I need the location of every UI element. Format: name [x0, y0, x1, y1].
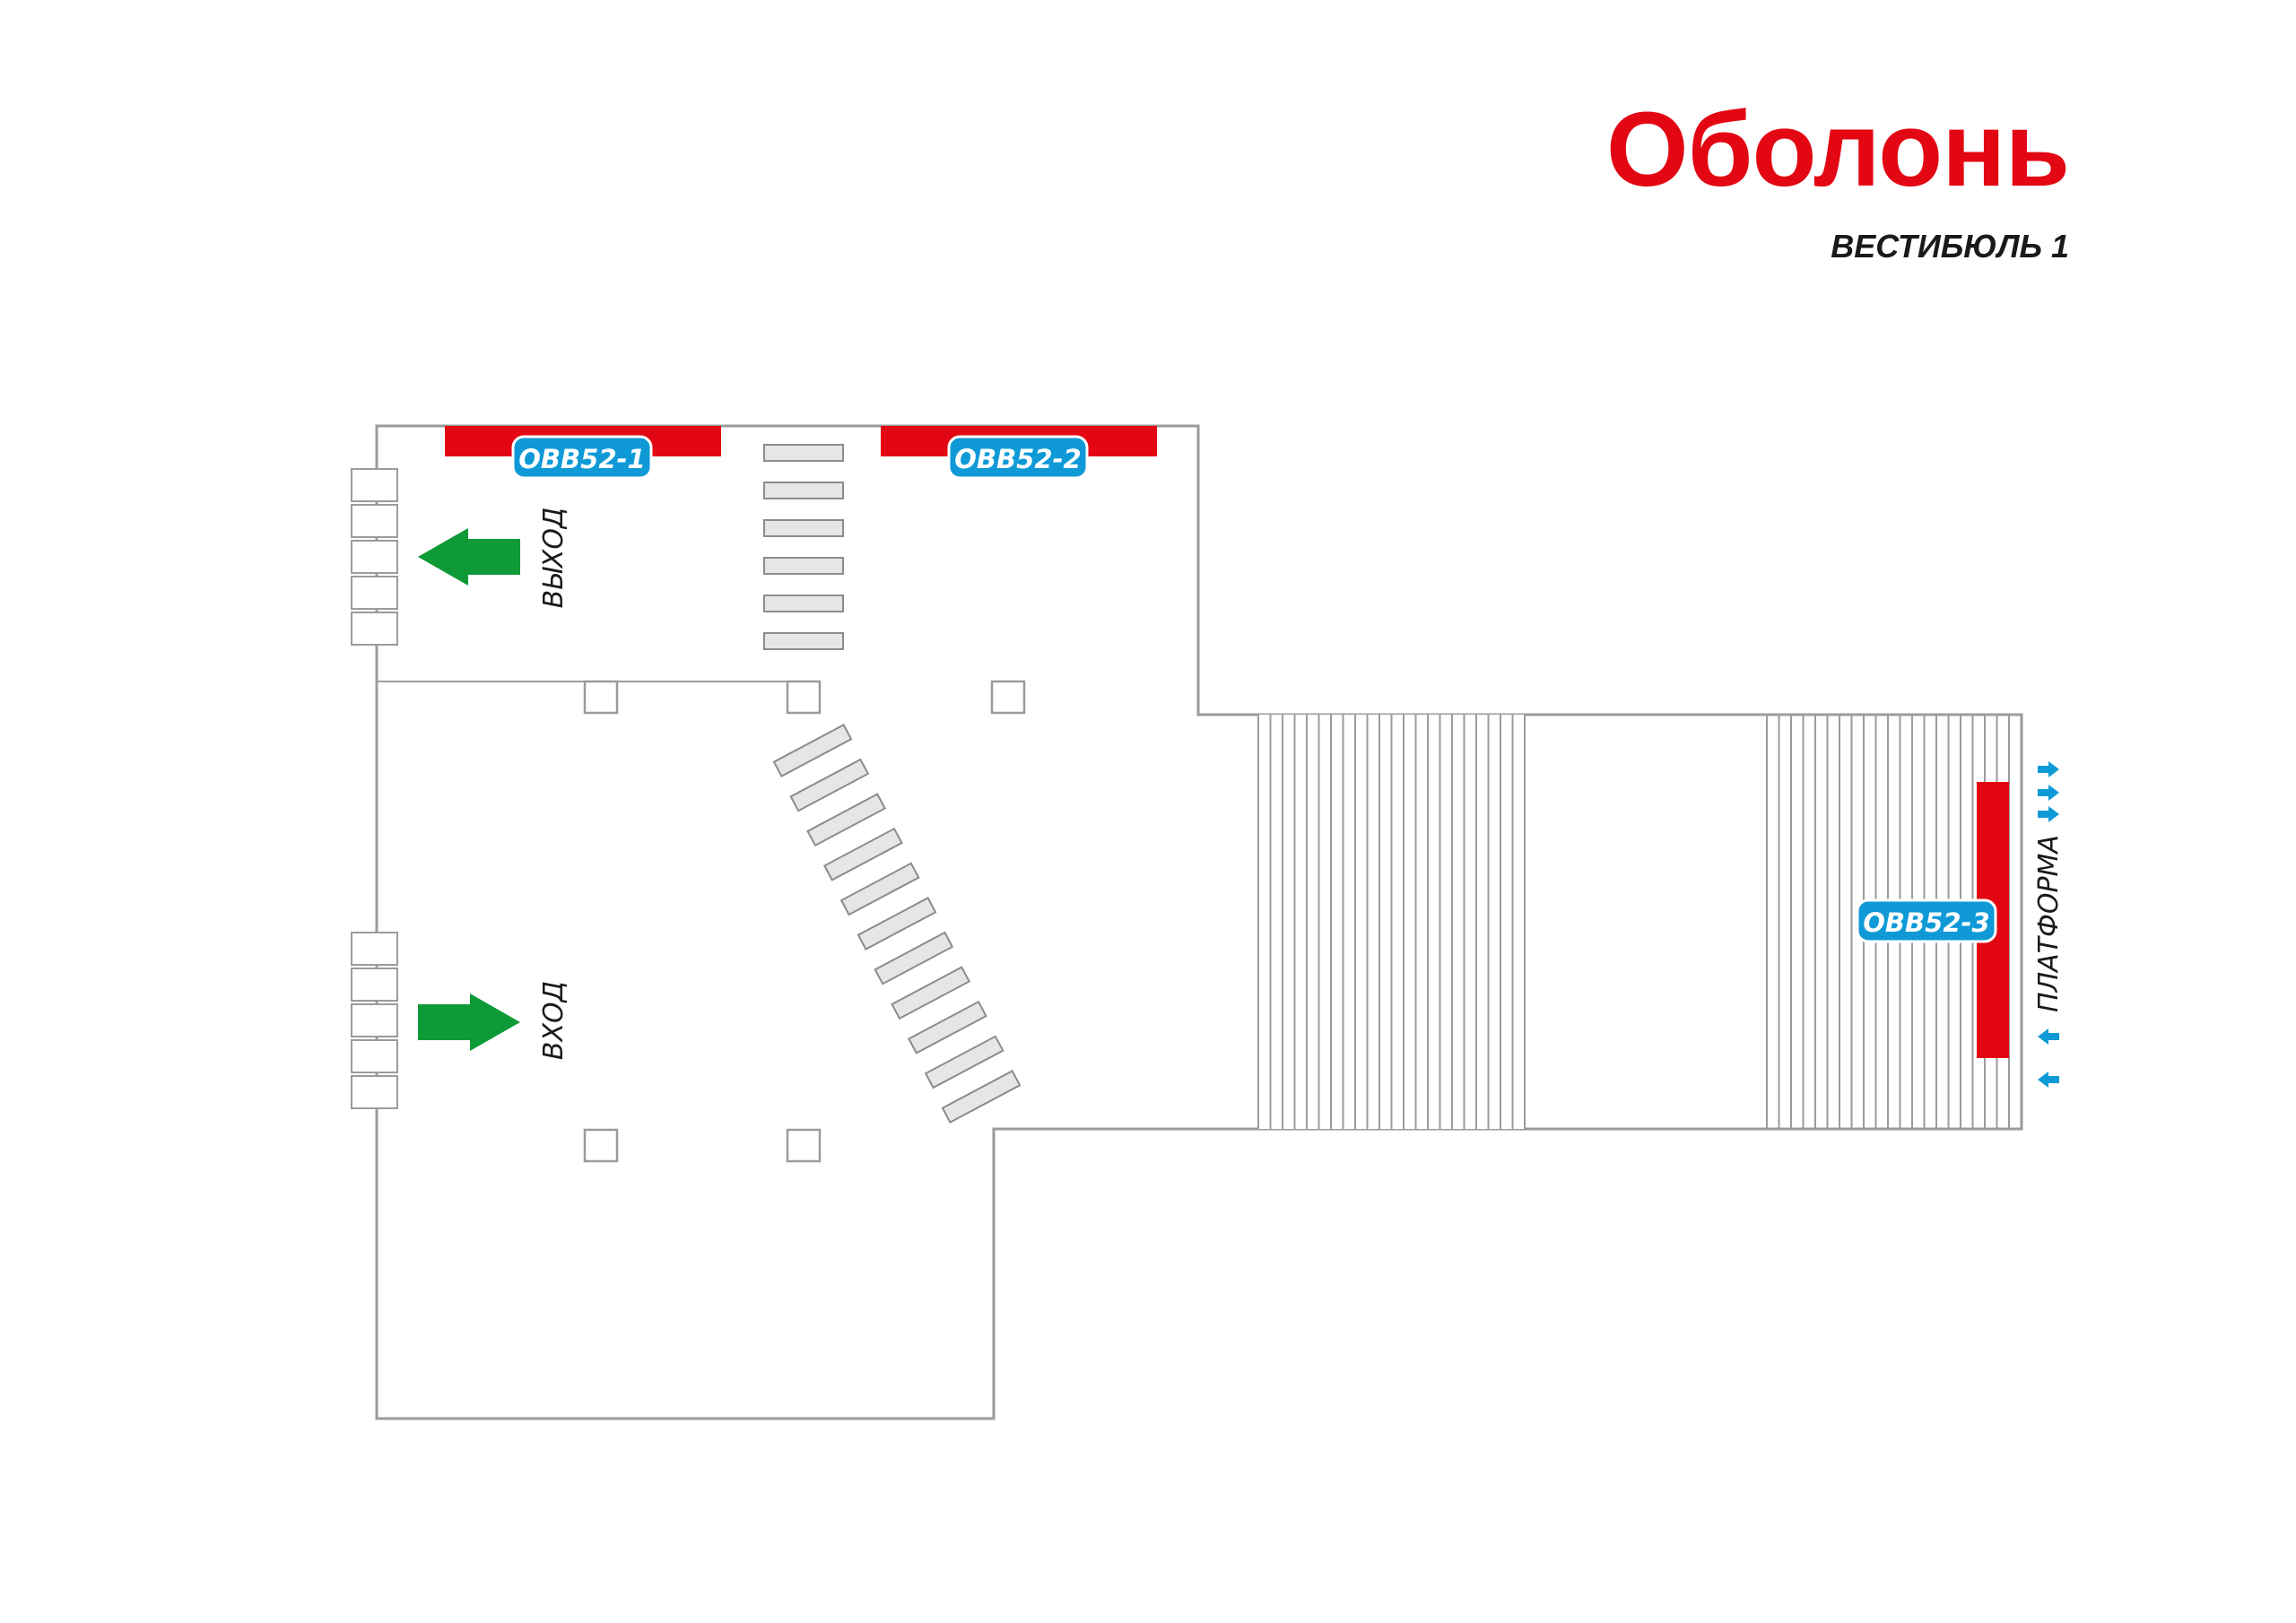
turnstile [763, 557, 844, 575]
turnstile [874, 931, 954, 985]
escalator-hatching [1257, 715, 2010, 1129]
ad-tag-label: OBB52-2 [954, 444, 1081, 474]
ad-tag-label: OBB52-1 [518, 444, 645, 474]
pillars-group [583, 680, 1026, 1163]
arrow-blue-left-icon [2038, 1072, 2059, 1088]
door [351, 932, 398, 966]
turnstile [806, 793, 887, 847]
pillar [583, 680, 619, 715]
platform-label: ПЛАТФОРМА [2033, 835, 2065, 1012]
arrow-blue-right-icon [2038, 806, 2059, 822]
turnstile [857, 897, 937, 950]
turnstile [763, 595, 844, 612]
door [351, 468, 398, 502]
outer-wall [375, 424, 2023, 1420]
door [351, 1075, 398, 1109]
pillar [786, 680, 822, 715]
entrance-label: ВХОД [538, 981, 570, 1060]
ad-tag-label: OBB52-3 [1863, 907, 1989, 938]
station-title: Оболонь [1605, 91, 2070, 209]
exit-label: ВЫХОД [538, 508, 570, 609]
ad-tag-1[interactable]: OBB52-1 [511, 435, 653, 480]
pillar [786, 1128, 822, 1163]
turnstile [941, 1070, 1022, 1124]
pillar [583, 1128, 619, 1163]
turnstiles-entrance [772, 724, 1022, 1124]
door [351, 540, 398, 574]
turnstile [907, 1000, 987, 1055]
ad-tag-3[interactable]: OBB52-3 [1856, 898, 1997, 943]
arrow-left-icon [418, 528, 520, 586]
turnstile [839, 862, 920, 916]
door [351, 612, 398, 646]
arrow-blue-right-icon [2038, 785, 2059, 801]
door [351, 504, 398, 538]
turnstile [924, 1035, 1004, 1089]
arrow-blue-left-icon [2038, 1028, 2059, 1045]
vestibule-subtitle: ВЕСТИБЮЛЬ 1 [1831, 228, 2069, 265]
door [351, 968, 398, 1002]
turnstile [891, 966, 971, 1020]
ad-tag-2[interactable]: OBB52-2 [947, 435, 1089, 480]
turnstile [822, 827, 903, 881]
platform-arrows [2038, 761, 2059, 1088]
turnstile [763, 444, 844, 462]
pillar [990, 680, 1026, 715]
turnstile [763, 519, 844, 537]
door [351, 1003, 398, 1037]
turnstile [772, 724, 853, 777]
doors-group [351, 468, 398, 1109]
arrow-blue-right-icon [2038, 761, 2059, 777]
arrow-right-icon [418, 994, 520, 1051]
turnstile [763, 482, 844, 499]
turnstile [763, 632, 844, 650]
turnstiles-exit [763, 444, 844, 650]
door [351, 576, 398, 610]
turnstile [789, 758, 870, 812]
door [351, 1039, 398, 1073]
